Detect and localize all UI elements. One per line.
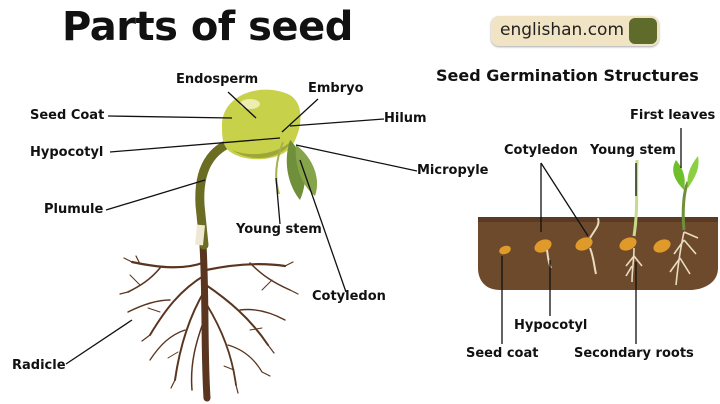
- label-right-hypocotyl: Hypocotyl: [514, 318, 588, 333]
- label-right-seed-coat: Seed coat: [466, 346, 539, 361]
- label-young-stem: Young stem: [236, 222, 322, 237]
- soil-band: [478, 217, 718, 290]
- brand-search-button[interactable]: [629, 18, 657, 44]
- embryo-leaves: [275, 140, 318, 200]
- label-seed-coat: Seed Coat: [30, 108, 105, 123]
- label-cotyledon: Cotyledon: [312, 289, 386, 304]
- brand-badge[interactable]: englishan.com: [491, 16, 659, 46]
- label-micropyle: Micropyle: [417, 163, 489, 178]
- germination-subtitle: Seed Germination Structures: [436, 66, 699, 85]
- label-radicle: Radicle: [12, 358, 66, 373]
- page-title: Parts of seed: [62, 4, 353, 50]
- seed-shape: [221, 89, 301, 160]
- left-pointer-lines: [65, 91, 418, 365]
- label-endosperm: Endosperm: [176, 72, 259, 87]
- label-right-young-stem: Young stem: [590, 143, 676, 158]
- right-pointer-lines: [501, 128, 682, 344]
- label-embryo: Embryo: [308, 81, 364, 96]
- label-hilum: Hilum: [384, 111, 427, 126]
- plant-stem: [195, 135, 243, 250]
- label-hypocotyl: Hypocotyl: [30, 145, 104, 160]
- label-plumule: Plumule: [44, 202, 104, 217]
- germination-stages: [499, 156, 699, 286]
- brand-text: englishan.com: [500, 20, 625, 40]
- root-system: [119, 241, 299, 402]
- label-right-cotyledon: Cotyledon: [504, 143, 578, 158]
- label-right-secondary-roots: Secondary roots: [574, 346, 694, 361]
- label-right-first-leaves: First leaves: [630, 108, 716, 123]
